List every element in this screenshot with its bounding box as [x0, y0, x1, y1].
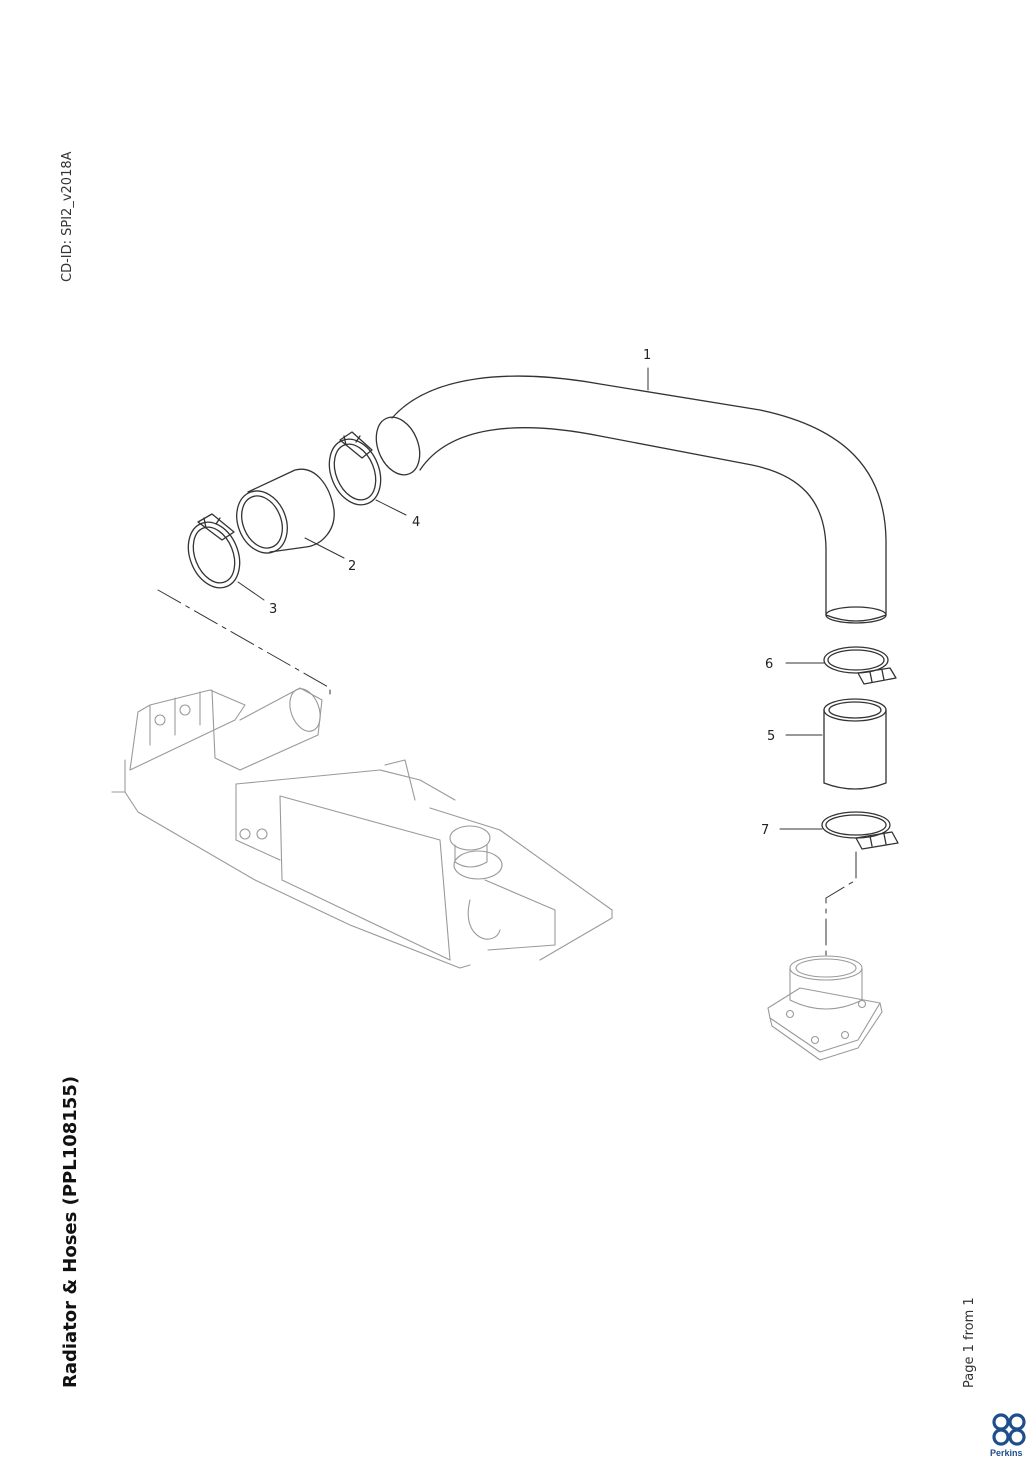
part-4-hose-clamp [328, 431, 382, 506]
callout-3: 3 [269, 602, 277, 617]
callout-labels: 1 2 3 4 5 6 7 [269, 348, 775, 838]
brand-name: Perkins [990, 1448, 1023, 1458]
part-3-hose-clamp [187, 513, 241, 589]
part-2-hose [236, 468, 335, 554]
callout-6: 6 [765, 657, 773, 672]
part-7-hose-clamp [821, 811, 899, 850]
radiator-assembly [111, 687, 613, 969]
outlet-flange [767, 955, 883, 1061]
assembly-centerlines [157, 589, 857, 961]
callout-5: 5 [767, 729, 775, 744]
part-6-hose-clamp [823, 646, 897, 685]
part-5-hose [823, 698, 887, 790]
callout-1: 1 [643, 348, 651, 363]
callout-4: 4 [412, 515, 420, 530]
callout-2: 2 [348, 559, 356, 574]
perkins-logo-icon [992, 1413, 1026, 1446]
part-1-pipe [375, 375, 887, 624]
callout-leaders [237, 367, 825, 830]
callout-7: 7 [761, 823, 769, 838]
